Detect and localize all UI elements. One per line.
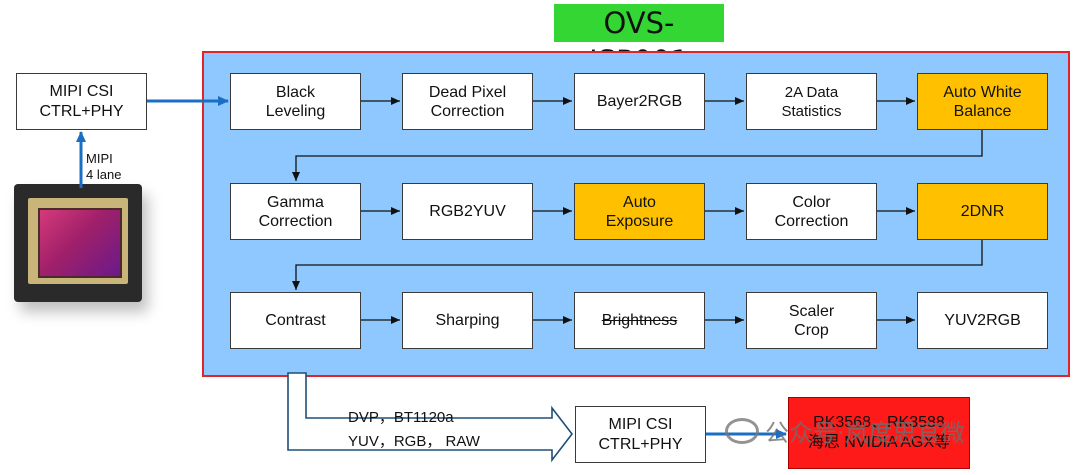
mipi-lane-label: MIPI 4 lane [86,151,122,182]
output-format-line1: DVP，BT1120a [348,409,454,426]
stage-black-leveling: Black Leveling [230,73,361,130]
stage-auto-white-balance: Auto White Balance [917,73,1048,130]
stage-2a-data-statistics: 2A Data Statistics [746,73,877,130]
soc-line2: 海思 NVIDIA AGX等 [807,434,951,451]
watermark: 公众号·岚度思官微 [725,413,965,448]
sensor-die [28,198,128,284]
stage-rgb2yuv: RGB2YUV [402,183,533,240]
stage-bayer2rgb: Bayer2RGB [574,73,705,130]
stage-auto-exposure: Auto Exposure [574,183,705,240]
image-sensor-chip [14,184,142,302]
stage-brightness: Brightness [574,292,705,349]
stage-brightness-label: Brightness [601,312,678,329]
stage-scaler-crop: Scaler Crop [746,292,877,349]
stage-gamma-correction: Gamma Correction [230,183,361,240]
arrow-isp-output [287,372,574,463]
stage-color-correction: Color Correction [746,183,877,240]
soc-line1: RK3568、RK3588 [813,414,945,431]
arrow-row2-to-row3 [292,240,983,290]
stage-2dnr: 2DNR [917,183,1048,240]
stage-contrast: Contrast [230,292,361,349]
watermark-text: 公众号·岚度思官微 [765,419,965,447]
stage-sharping: Sharping [402,292,533,349]
output-format-line2: YUV，RGB， RAW [348,433,480,450]
arrow-row1-to-row2 [292,130,983,181]
sensor-array [38,208,122,278]
output-mipi-csi-box: MIPI CSI CTRL+PHY [575,406,706,463]
wechat-icon [725,417,759,444]
input-mipi-csi-box: MIPI CSI CTRL+PHY [16,73,147,130]
target-soc-box: RK3568、RK3588 海思 NVIDIA AGX等 [788,397,970,469]
stage-yuv2rgb: YUV2RGB [917,292,1048,349]
stage-dead-pixel-correction: Dead Pixel Correction [402,73,533,130]
